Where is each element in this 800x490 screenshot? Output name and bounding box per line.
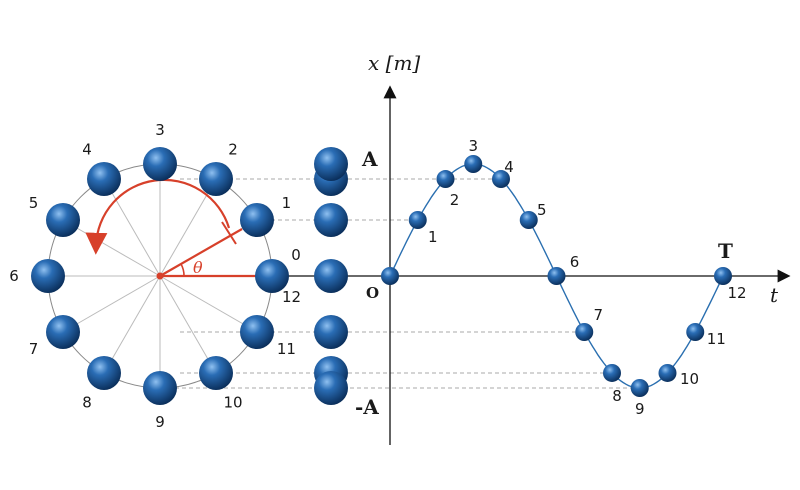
projected-ball <box>314 371 348 405</box>
projected-ball <box>314 259 348 293</box>
spoke <box>103 178 161 277</box>
circle-balls <box>31 147 289 405</box>
circle-ball <box>199 355 233 390</box>
wave-ball <box>464 155 483 173</box>
projected-ball <box>314 315 348 349</box>
wave-ball <box>492 170 510 189</box>
wave-ball <box>436 170 455 189</box>
circle-label: 2 <box>228 141 238 159</box>
wave-ball <box>575 323 594 341</box>
angle-indicator: θ <box>85 178 272 280</box>
wave-label: 1 <box>428 228 438 246</box>
x-axis-label: t <box>770 283 779 307</box>
circle-ball <box>239 203 274 237</box>
y-axis-label: x [m] <box>368 51 420 75</box>
circle-ball <box>143 371 177 405</box>
wave-ball <box>547 267 566 285</box>
spoke <box>103 275 161 374</box>
projected-ball <box>314 203 348 237</box>
circle-ball <box>87 162 121 197</box>
wave-ball <box>714 267 732 285</box>
radius-tick <box>221 221 237 245</box>
wave-ball <box>658 363 677 382</box>
wave-label: 10 <box>680 370 699 388</box>
wave-label: 8 <box>612 387 622 405</box>
wave-ball <box>603 363 621 382</box>
amplitude-positive-label: A <box>361 147 378 171</box>
spoke <box>159 275 217 374</box>
wave-label: 3 <box>468 137 478 155</box>
angle-arc <box>180 263 185 277</box>
wave-label: 7 <box>593 306 603 324</box>
circle-label: 10 <box>223 393 242 411</box>
wave-balls <box>381 155 732 397</box>
wave-ball <box>381 267 399 285</box>
circle-label: 1 <box>282 194 292 212</box>
wave-ball <box>630 379 649 397</box>
angle-label: θ <box>193 258 203 277</box>
wave-label: 12 <box>727 284 746 302</box>
wave-label: 2 <box>450 191 460 209</box>
circle-label: 11 <box>277 340 296 358</box>
projected-ball <box>314 147 348 181</box>
wave-label: 5 <box>537 201 547 219</box>
circle-label: 8 <box>82 393 92 411</box>
amplitude-negative-label: -A <box>355 395 379 419</box>
wave-label: 4 <box>504 158 514 176</box>
origin-label: O <box>366 284 379 302</box>
circle-label: 3 <box>155 121 165 139</box>
wave-label: 11 <box>707 330 726 348</box>
circle-ball <box>46 315 81 349</box>
circle-label: 5 <box>29 194 39 212</box>
circle-ball <box>239 315 274 349</box>
rotating-radius <box>159 228 243 277</box>
circle-ball <box>199 162 233 197</box>
circle-label: 6 <box>9 267 19 285</box>
circle-label: 7 <box>29 340 39 358</box>
spoke <box>62 219 161 277</box>
circle-label: 0 <box>291 246 301 264</box>
circle-ball <box>143 147 177 181</box>
circle-ball <box>87 355 121 390</box>
wave-ball <box>686 323 705 341</box>
spoke <box>159 275 258 333</box>
circle-center-dot <box>156 272 164 280</box>
circle-ball <box>255 259 289 293</box>
circle-label-12: 12 <box>282 288 301 306</box>
projected-balls <box>314 147 348 405</box>
circle-ball <box>46 203 81 237</box>
wave-ball <box>519 211 538 229</box>
spoke <box>62 275 161 333</box>
rotation-arrow <box>85 178 231 255</box>
wave-ball <box>408 211 427 229</box>
circle-label: 9 <box>155 413 165 431</box>
circle-label: 4 <box>82 141 92 159</box>
wave-label: 9 <box>635 400 645 418</box>
wave-label: 6 <box>570 253 580 271</box>
circle-ball <box>31 259 65 293</box>
period-label: T <box>718 239 733 263</box>
